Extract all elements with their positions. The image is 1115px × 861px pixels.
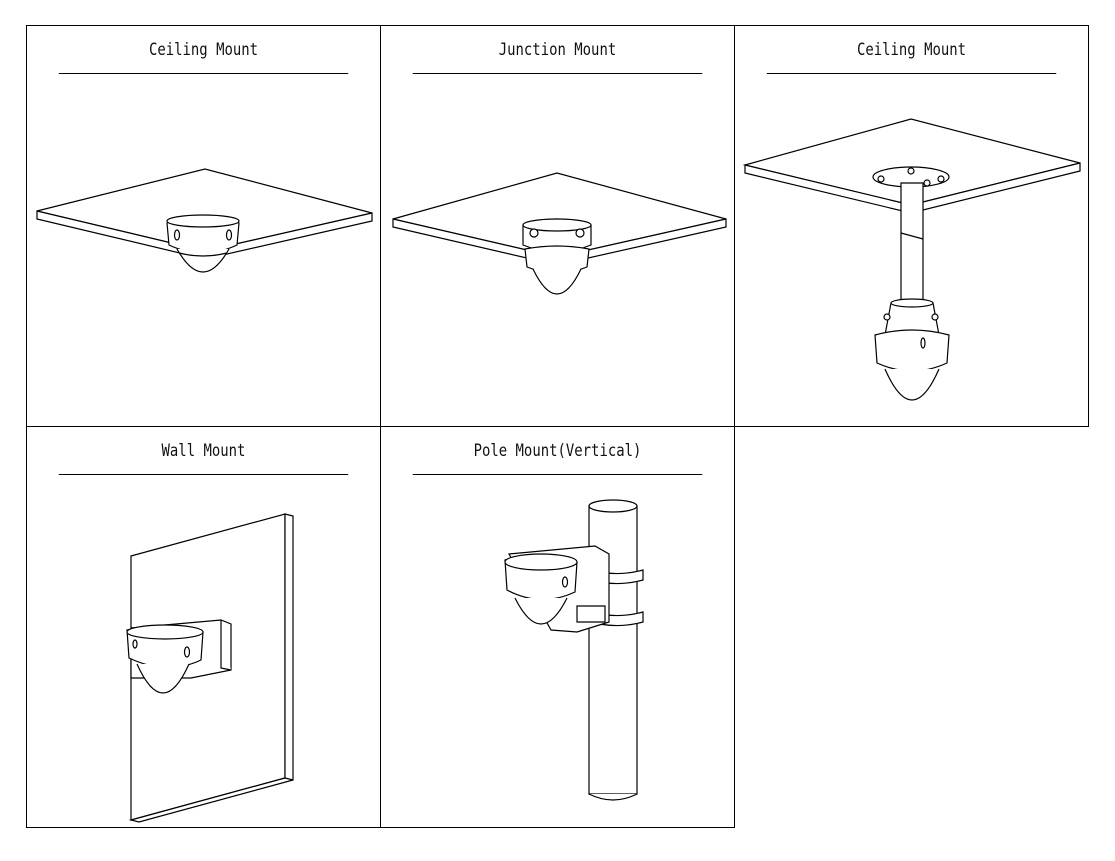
mount-label: Ceiling Mount (766, 26, 1057, 74)
ceiling-pendant-illustration (735, 73, 1088, 426)
mount-label: Wall Mount (58, 427, 349, 475)
pole-mount-illustration (381, 474, 734, 827)
ceiling-mount-illustration (27, 73, 380, 426)
mount-cell-wall: Wall Mount (26, 426, 381, 828)
mount-cell-ceiling-pendant: Ceiling Mount (734, 25, 1089, 427)
dome-camera-icon (27, 73, 380, 426)
mount-cell-ceiling: Ceiling Mount (26, 25, 381, 427)
mount-cell-pole: Pole Mount(Vertical) (380, 426, 735, 828)
mount-label: Pole Mount(Vertical) (412, 427, 703, 475)
mount-label: Junction Mount (412, 26, 703, 74)
mount-cell-junction: Junction Mount (380, 25, 735, 427)
pole-icon (381, 474, 734, 827)
wall-mount-illustration (27, 474, 380, 827)
dome-camera-icon (381, 73, 734, 426)
mount-label: Ceiling Mount (58, 26, 349, 74)
ceiling-plate-icon (735, 73, 1088, 426)
wall-plate-icon (27, 474, 380, 827)
junction-mount-illustration (381, 73, 734, 426)
